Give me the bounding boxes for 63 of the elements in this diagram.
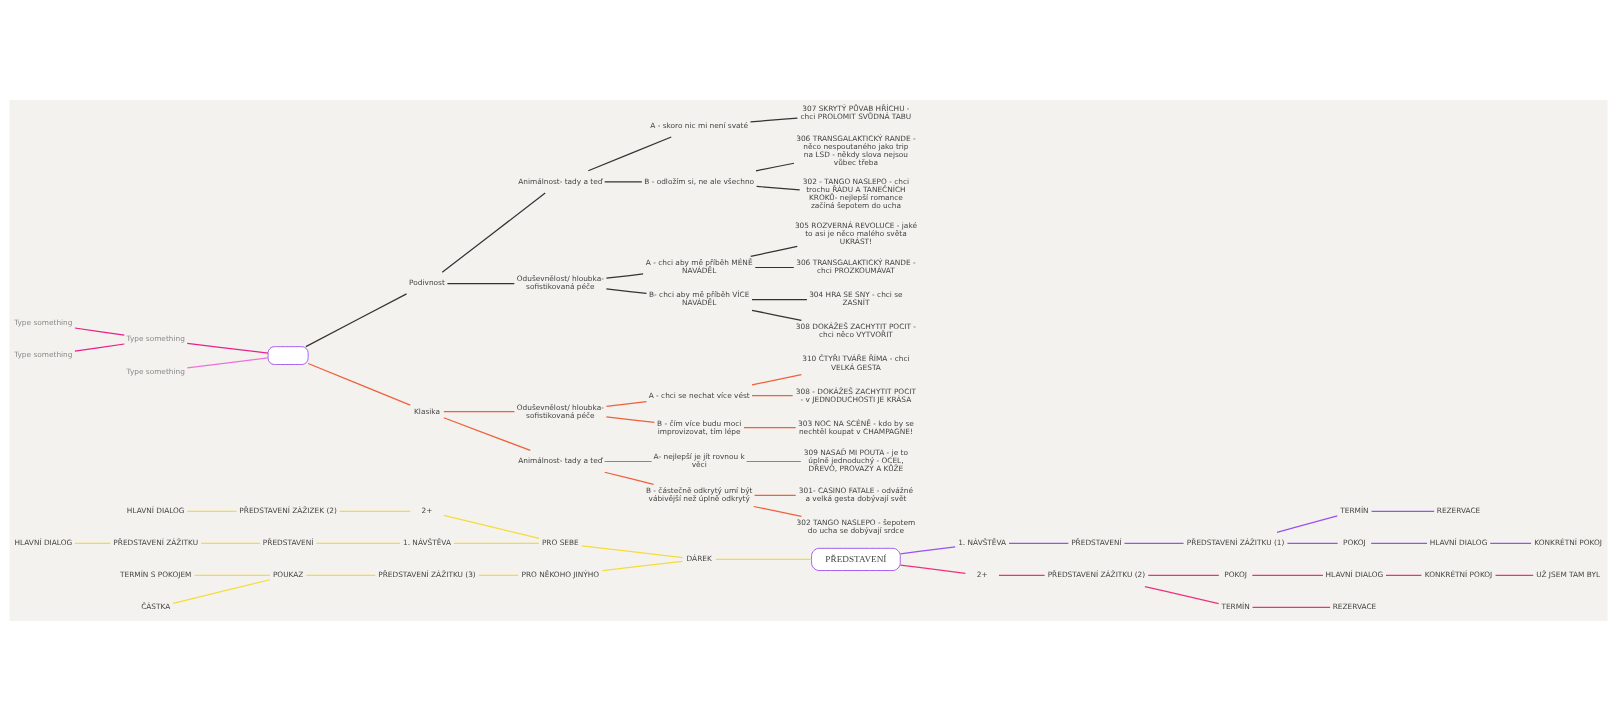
- connector: [749, 245, 798, 257]
- connector: [1384, 574, 1422, 576]
- connector: [605, 415, 655, 423]
- connector: [452, 542, 540, 544]
- connector: [186, 510, 237, 512]
- connector: [442, 514, 540, 539]
- connector: [749, 117, 798, 122]
- connector: [304, 292, 407, 347]
- connector: [754, 162, 795, 171]
- connector: [186, 342, 269, 354]
- connector: [742, 426, 796, 428]
- connector: [193, 574, 271, 576]
- connector: [603, 460, 652, 462]
- connector: [172, 578, 270, 604]
- connector: [750, 394, 793, 396]
- connector: [754, 266, 794, 268]
- connector: [1489, 542, 1532, 544]
- connector: [1370, 510, 1435, 512]
- connector: [477, 574, 519, 576]
- connector: [1494, 574, 1534, 576]
- connector: [605, 272, 644, 279]
- connector: [1370, 542, 1428, 544]
- connector: [1147, 574, 1219, 576]
- connector: [899, 545, 956, 554]
- connector: [750, 309, 802, 321]
- connector: [714, 558, 812, 560]
- connector: [745, 460, 801, 462]
- connector: [899, 563, 966, 574]
- connector: [1143, 585, 1219, 604]
- connector: [603, 180, 642, 183]
- connector: [315, 542, 401, 544]
- connector: [750, 298, 807, 300]
- connector: [1251, 606, 1331, 608]
- connector: [603, 471, 654, 485]
- connector: [750, 373, 802, 385]
- connector: [446, 282, 515, 284]
- connector: [1275, 514, 1338, 533]
- connector: [186, 356, 269, 368]
- node-box: [267, 345, 309, 365]
- connector: [587, 135, 672, 171]
- connector: [605, 287, 647, 294]
- connector: [752, 505, 802, 517]
- connector: [580, 544, 683, 558]
- connector: [1007, 542, 1069, 544]
- connector: [73, 342, 125, 352]
- connector: [338, 510, 411, 512]
- connector: [442, 416, 531, 451]
- connector: [753, 494, 796, 496]
- connector: [307, 362, 411, 406]
- connector: [442, 410, 515, 412]
- connector: [1286, 542, 1338, 544]
- connector: [601, 560, 683, 571]
- connector: [605, 400, 647, 407]
- connector: [441, 191, 546, 273]
- connector: [73, 542, 111, 544]
- connector: [73, 326, 125, 336]
- node-box: PŘEDSTAVENÍ: [810, 547, 901, 571]
- connector: [305, 574, 376, 576]
- connector: [1123, 542, 1184, 544]
- connector: [755, 185, 800, 190]
- connector: [1251, 574, 1324, 576]
- connector: [997, 574, 1045, 576]
- connector: [200, 542, 261, 544]
